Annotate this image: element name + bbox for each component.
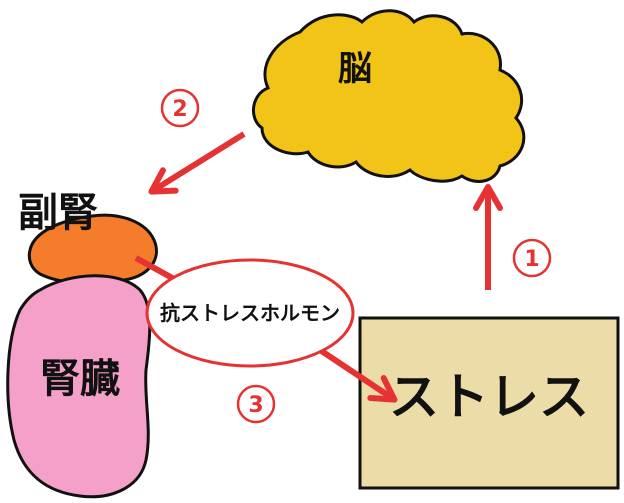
- brain-shape: [252, 9, 526, 183]
- step-1-number: 1: [524, 247, 539, 272]
- step-2-circle: [160, 88, 200, 128]
- arrow-hormone-to-stress: [318, 347, 398, 403]
- adrenal-label: 副腎: [18, 190, 98, 236]
- hormone-ellipse: [145, 258, 355, 368]
- stress-label: ストレス: [389, 368, 589, 426]
- step-3-number: 3: [248, 393, 263, 418]
- stress-box: [358, 316, 620, 490]
- step-2-number: 2: [172, 97, 187, 122]
- brain-label: 脳: [338, 49, 372, 89]
- step-1-circle: [512, 238, 552, 278]
- kidney-shape: [6, 274, 152, 499]
- arrow-adrenal-to-hormone: [134, 255, 178, 283]
- hormone-label: 抗ストレスホルモン: [160, 301, 340, 325]
- arrow-brain-to-adrenal: [148, 131, 246, 195]
- kidney-label: 腎臓: [40, 356, 120, 402]
- step-3-circle: [236, 384, 276, 424]
